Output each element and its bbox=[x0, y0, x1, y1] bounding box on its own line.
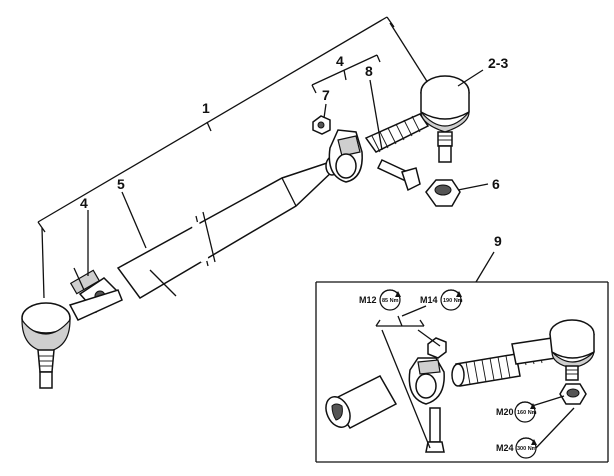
torque-symbol-m12 bbox=[379, 289, 401, 311]
detail-bolt bbox=[425, 407, 445, 453]
left-ball-joint bbox=[21, 289, 123, 389]
callout-8: 8 bbox=[365, 63, 373, 79]
callout-1: 1 bbox=[202, 100, 210, 116]
callout-2-3: 2-3 bbox=[488, 55, 508, 71]
torque-symbol-m14 bbox=[440, 289, 462, 311]
detail-tube-end bbox=[325, 375, 398, 429]
torque-m24-value: 300 Nm bbox=[517, 446, 537, 452]
right-ball-joint bbox=[364, 75, 470, 163]
assembly-bracket-1 bbox=[37, 16, 429, 299]
callout-7: 7 bbox=[322, 87, 330, 103]
detail-ball-joint bbox=[549, 319, 595, 381]
torque-m20-value: 160 Nm bbox=[517, 410, 537, 416]
torque-m14-thread: M14 bbox=[420, 295, 438, 305]
small-nut bbox=[312, 115, 331, 135]
torque-m12-thread: M12 bbox=[359, 295, 377, 305]
torque-m24-thread: M24 bbox=[496, 443, 514, 453]
detail-box bbox=[315, 251, 609, 463]
detail-castle-nut bbox=[559, 383, 587, 405]
torque-symbol-m24 bbox=[515, 437, 537, 459]
detail-nut bbox=[427, 337, 447, 359]
clamp-bolt bbox=[376, 159, 421, 192]
callout-leaders bbox=[87, 69, 489, 276]
callout-4-left: 4 bbox=[80, 195, 88, 211]
callout-4-top: 4 bbox=[336, 53, 344, 69]
top-clamp bbox=[328, 129, 363, 183]
torque-leaders bbox=[375, 305, 575, 449]
callout-6: 6 bbox=[492, 176, 500, 192]
torque-m14-value: 190 Nm bbox=[443, 298, 463, 304]
torque-m20-thread: M20 bbox=[496, 407, 514, 417]
detail-threaded-rod bbox=[451, 337, 557, 387]
detail-clamp bbox=[408, 357, 445, 405]
callout-5: 5 bbox=[117, 176, 125, 192]
torque-symbol-m20 bbox=[514, 401, 536, 423]
callout-9: 9 bbox=[494, 233, 502, 249]
tie-rod-tube bbox=[116, 156, 339, 299]
torque-m12-value: 85 Nm bbox=[382, 298, 399, 304]
sub-bracket-4 bbox=[311, 54, 381, 94]
castle-nut bbox=[425, 179, 461, 207]
